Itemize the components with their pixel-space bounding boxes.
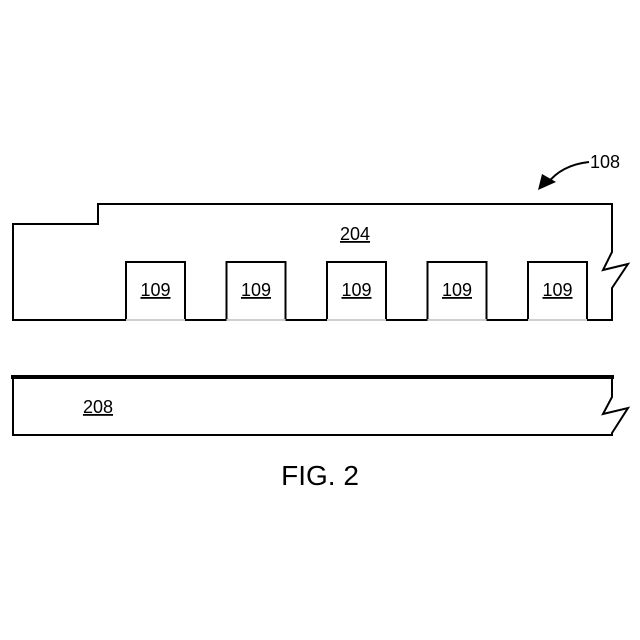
contact-109: 109	[126, 262, 185, 321]
contact-label: 109	[442, 280, 472, 300]
contact-label: 109	[542, 280, 572, 300]
contact-label: 109	[341, 280, 371, 300]
contact-109: 109	[327, 262, 386, 321]
figure-caption: FIG. 2	[281, 460, 359, 491]
lower-layer-label: 208	[83, 397, 113, 417]
contact-label: 109	[241, 280, 271, 300]
upper-layer-label: 204	[340, 224, 370, 244]
contact-label: 109	[140, 280, 170, 300]
contact-109: 109	[528, 262, 587, 321]
contact-109: 109	[227, 262, 286, 321]
contact-109: 109	[428, 262, 487, 321]
reference-arrow-shaft	[548, 162, 589, 183]
reference-label-108: 108	[590, 152, 620, 172]
